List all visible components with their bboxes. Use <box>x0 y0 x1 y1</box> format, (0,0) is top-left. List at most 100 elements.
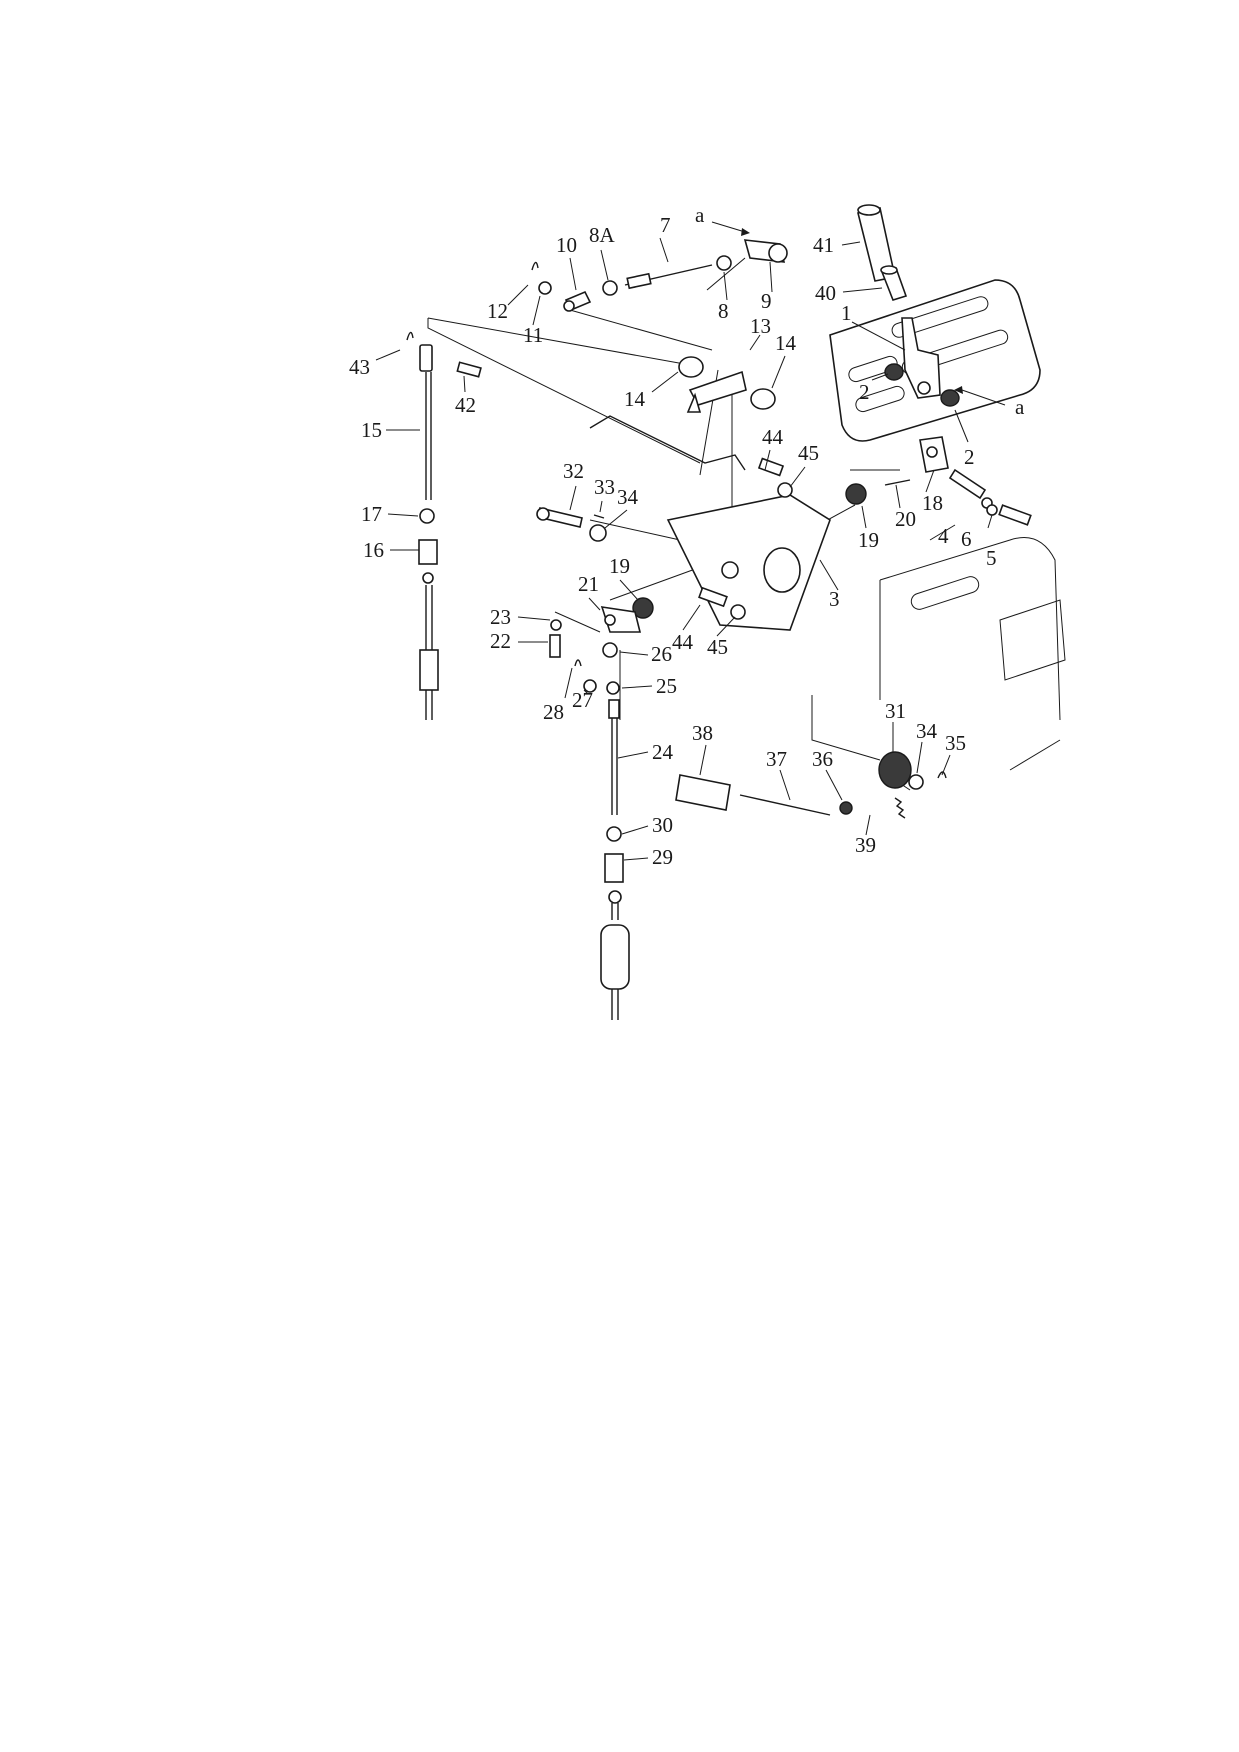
part-16-sleeve <box>418 539 438 565</box>
callout-label: 12 <box>487 299 508 323</box>
cable-bottom <box>600 890 630 1020</box>
part-24-rod <box>608 699 620 815</box>
part-14-bushing <box>678 356 704 378</box>
callout-label: 20 <box>895 507 916 531</box>
part-39-spring <box>894 797 906 819</box>
part-5-bolt <box>998 504 1032 526</box>
callout-label: 8 <box>718 299 729 323</box>
callout-label: 29 <box>652 845 673 869</box>
callout-label: 21 <box>578 572 599 596</box>
callout-label: 14 <box>624 387 646 411</box>
bent-rod <box>589 415 746 471</box>
callout-label: 45 <box>707 635 728 659</box>
callout-label: 15 <box>361 418 382 442</box>
part-17-nut <box>419 508 435 524</box>
part-28-cotter <box>574 659 582 667</box>
part-36-nut <box>839 801 853 815</box>
callout-label: 11 <box>523 323 543 347</box>
callout-label: 9 <box>761 289 772 313</box>
callout-label: 35 <box>945 731 966 755</box>
callout-label: 39 <box>855 833 876 857</box>
part-33-pin <box>593 514 605 519</box>
callout-label: 40 <box>815 281 836 305</box>
callout-label: 5 <box>986 546 997 570</box>
part-4-shaft <box>948 468 993 509</box>
cable-left <box>419 572 439 720</box>
part-15-rod <box>419 344 433 500</box>
part-13-arm <box>686 370 747 413</box>
part-23-washer <box>550 619 562 631</box>
callout-label: a <box>1015 395 1025 419</box>
part-8a-nut <box>602 280 618 296</box>
part-19-bushing <box>632 597 654 619</box>
part-45-washer <box>730 604 746 620</box>
part-25-nut <box>606 681 620 695</box>
part-42-bolt <box>456 361 482 378</box>
callout-label: 45 <box>798 441 819 465</box>
part-30-nut <box>606 826 622 842</box>
part-29-sleeve <box>604 853 624 883</box>
callout-label: 16 <box>363 538 384 562</box>
callout-label: 42 <box>455 393 476 417</box>
callout-label: 3 <box>829 587 840 611</box>
parts <box>406 204 1066 1020</box>
part-8-nut <box>716 255 732 271</box>
part-18-bracket <box>919 436 949 473</box>
part-3-bracket <box>666 494 831 631</box>
part-38-grip <box>675 774 731 811</box>
callout-label: 43 <box>349 355 370 379</box>
part-6-washer <box>986 504 998 516</box>
callout-label: 30 <box>652 813 673 837</box>
callout-label: 36 <box>812 747 833 771</box>
frame-body <box>879 537 1066 771</box>
part-45-washer <box>777 482 793 498</box>
callout-label: 23 <box>490 605 511 629</box>
callout-label: 27 <box>572 688 593 712</box>
part-14-bushing <box>750 388 776 410</box>
part-7-rod <box>624 264 713 290</box>
callout-label: 19 <box>858 528 879 552</box>
part-31-lever <box>878 751 912 789</box>
part-9-clevis <box>743 239 788 263</box>
callout-label: a <box>695 203 705 227</box>
part-22-bolt <box>549 634 561 658</box>
callout-label: 32 <box>563 459 584 483</box>
part-40-sleeve <box>880 265 908 301</box>
callout-label: 26 <box>651 642 672 666</box>
part-44-bolt <box>698 586 728 608</box>
part-21-lever <box>600 606 642 633</box>
callout-label: 8A <box>589 223 616 247</box>
callout-label: 6 <box>961 527 972 551</box>
callout-label: 14 <box>775 331 797 355</box>
part-32-pin <box>536 507 583 528</box>
part-10-pin <box>563 290 592 312</box>
part-34-washer <box>589 524 607 542</box>
callout-leaders <box>375 221 1006 861</box>
callout-label: 34 <box>916 719 938 743</box>
callout-labels: a 7 8A 10 41 12 8 9 11 40 1 13 43 14 42 … <box>349 203 1025 869</box>
part-19-bushing <box>845 483 867 505</box>
callout-label: 28 <box>543 700 564 724</box>
callout-label: 34 <box>617 485 639 509</box>
callout-label: 2 <box>964 445 975 469</box>
callout-label: 41 <box>813 233 834 257</box>
part-20-pin <box>884 479 911 486</box>
callout-label: 13 <box>750 314 771 338</box>
callout-label: 25 <box>656 674 677 698</box>
callout-label: 7 <box>660 213 671 237</box>
callout-label: 33 <box>594 475 615 499</box>
part-12-cotter <box>531 261 539 271</box>
callout-label: 24 <box>652 740 674 764</box>
part-27-nut <box>583 679 597 693</box>
part-11-washer <box>538 281 552 295</box>
callout-label: 37 <box>766 747 787 771</box>
part-26-joint <box>602 642 618 658</box>
part-44-bolt <box>757 457 785 477</box>
callout-label: 22 <box>490 629 511 653</box>
callout-label: 18 <box>922 491 943 515</box>
part-37-rod <box>739 794 831 816</box>
callout-label: 31 <box>885 699 906 723</box>
callout-label: 4 <box>938 524 949 548</box>
part-1-lever <box>901 317 941 399</box>
